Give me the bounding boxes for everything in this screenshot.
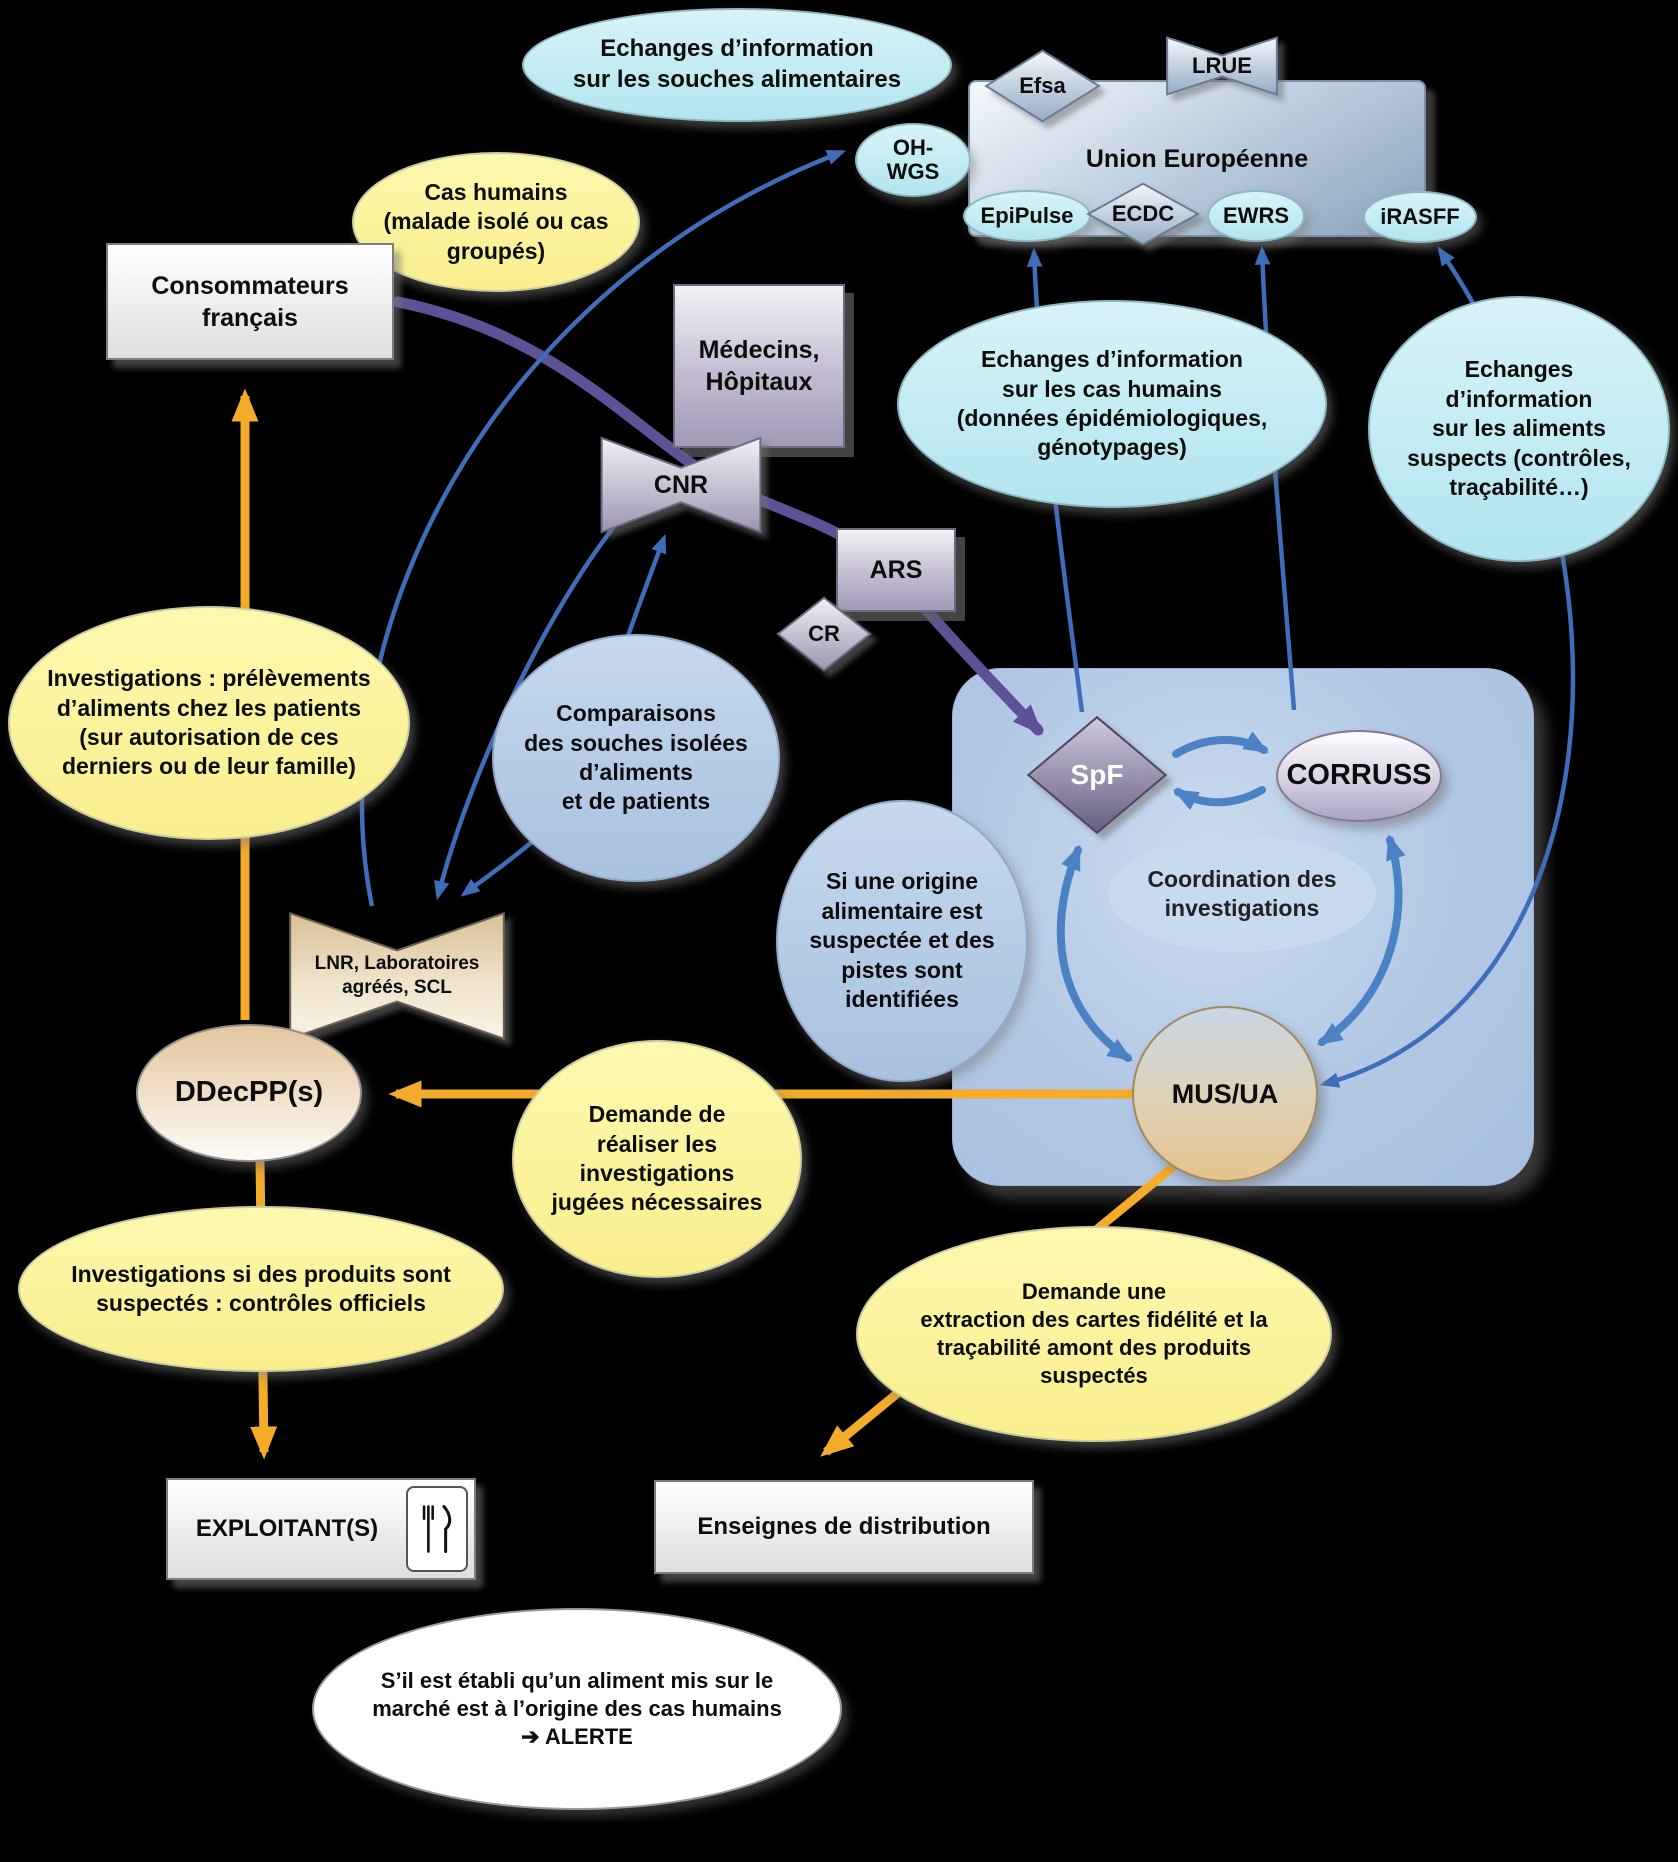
lrue-node: LRUE bbox=[1166, 37, 1278, 95]
ecdc-node: ECDC bbox=[1087, 183, 1199, 245]
cas-humains-label: Cas humains (malade isolé ou cas groupés… bbox=[383, 178, 609, 264]
cycle-spf-musua bbox=[1056, 844, 1133, 1062]
ddecpp-label: DDecPP(s) bbox=[174, 1076, 324, 1109]
efsa-node: Efsa bbox=[985, 50, 1100, 122]
ecdc-label: ECDC bbox=[1111, 200, 1175, 226]
alerte-label: S’il est établi qu’un aliment mis sur le… bbox=[372, 1667, 782, 1750]
info-souches-node: Echanges d’information sur les souches a… bbox=[522, 8, 952, 122]
exploitants-label: EXPLOITANT(S) bbox=[195, 1514, 379, 1542]
investigations-prelevements-node: Investigations : prélèvements d’aliments… bbox=[8, 606, 410, 840]
spf-node: SpF bbox=[1027, 716, 1167, 834]
info-aliments-label: Echanges d’information sur les aliments … bbox=[1407, 356, 1631, 501]
info-aliments-node: Echanges d’information sur les aliments … bbox=[1368, 296, 1670, 562]
medecins-node: Médecins, Hôpitaux bbox=[673, 284, 845, 448]
mus-ua-label: MUS/UA bbox=[1171, 1078, 1279, 1109]
consommateurs-node: Consommateurs français bbox=[106, 243, 394, 360]
oh-wgs-node: OH- WGS bbox=[855, 123, 971, 197]
union-europeenne-label: Union Européenne bbox=[1085, 144, 1309, 173]
demande-extraction-node: Demande une extraction des cartes fidéli… bbox=[856, 1226, 1332, 1442]
efsa-diamond-shape bbox=[985, 50, 1100, 122]
demande-investigations-label: Demande de réaliser les investigations j… bbox=[551, 1101, 763, 1216]
ecdc-diamond-shape bbox=[1087, 183, 1199, 245]
si-origine-node: Si une origine alimentaire est suspectée… bbox=[776, 800, 1028, 1082]
ewrs-label: EWRS bbox=[1223, 202, 1289, 228]
enseignes-label: Enseignes de distribution bbox=[697, 1512, 991, 1540]
demande-investigations-node: Demande de réaliser les investigations j… bbox=[512, 1040, 802, 1278]
info-cas-humains-label: Echanges d’information sur les cas humai… bbox=[956, 346, 1268, 461]
ddecpp-node: DDecPP(s) bbox=[136, 1024, 362, 1162]
cas-humains-node: Cas humains (malade isolé ou cas groupés… bbox=[352, 152, 640, 292]
arrow-comparaisons-to-cnr bbox=[625, 533, 667, 637]
comparaisons-node: Comparaisons des souches isolées d’alime… bbox=[492, 634, 780, 882]
info-souches-label: Echanges d’information sur les souches a… bbox=[572, 35, 902, 93]
irasff-node: iRASFF bbox=[1363, 191, 1477, 243]
exploitants-node: EXPLOITANT(S) bbox=[166, 1478, 476, 1580]
comparaisons-label: Comparaisons des souches isolées d’alime… bbox=[524, 700, 748, 815]
lrue-bowtie-shape bbox=[1166, 37, 1278, 95]
irasff-label: iRASFF bbox=[1380, 203, 1460, 229]
arrow-corruss-to-ewrs bbox=[1254, 245, 1297, 711]
alerte-node: S’il est établi qu’un aliment mis sur le… bbox=[312, 1608, 842, 1810]
oh-wgs-label: OH- WGS bbox=[886, 134, 940, 184]
cycle-corruss-to-spf bbox=[1173, 786, 1266, 811]
epipulse-node: EpiPulse bbox=[963, 190, 1091, 242]
arrow-consommateurs-to-spf bbox=[392, 296, 1044, 736]
cnr-node: CNR bbox=[600, 437, 762, 533]
spf-label: SpF bbox=[1070, 759, 1124, 791]
info-cas-humains-node: Echanges d’information sur les cas humai… bbox=[897, 300, 1327, 508]
fork-knife-icon bbox=[406, 1486, 468, 1572]
coordination-label-node: Coordination des investigations bbox=[1108, 836, 1376, 952]
investigations-produits-label: Investigations si des produits sont susp… bbox=[71, 1260, 451, 1316]
efsa-label: Efsa bbox=[1019, 72, 1066, 98]
enseignes-node: Enseignes de distribution bbox=[654, 1480, 1034, 1574]
lnr-node: LNR, Laboratoires agréés, SCL bbox=[288, 912, 506, 1040]
lnr-label: LNR, Laboratoires agréés, SCL bbox=[314, 952, 480, 998]
si-origine-label: Si une origine alimentaire est suspectée… bbox=[809, 868, 995, 1013]
ewrs-node: EWRS bbox=[1207, 190, 1305, 242]
cr-node: CR bbox=[777, 597, 871, 671]
medecins-label: Médecins, Hôpitaux bbox=[698, 336, 820, 396]
spf-diamond-shape bbox=[1027, 716, 1167, 834]
cr-diamond-shape bbox=[777, 597, 871, 671]
coordination-label: Coordination des investigations bbox=[1147, 865, 1337, 921]
ars-label: ARS bbox=[869, 556, 923, 584]
investigations-produits-node: Investigations si des produits sont susp… bbox=[18, 1206, 504, 1372]
cr-label: CR bbox=[808, 620, 840, 646]
mus-ua-node: MUS/UA bbox=[1132, 1006, 1318, 1182]
corruss-label: CORRUSS bbox=[1286, 759, 1432, 792]
consommateurs-label: Consommateurs français bbox=[151, 271, 349, 332]
demande-extraction-label: Demande une extraction des cartes fidéli… bbox=[920, 1278, 1268, 1389]
investigations-prelevements-label: Investigations : prélèvements d’aliments… bbox=[47, 665, 371, 780]
cnr-label: CNR bbox=[653, 471, 709, 499]
corruss-node: CORRUSS bbox=[1276, 730, 1442, 822]
epipulse-label: EpiPulse bbox=[980, 202, 1074, 228]
cycle-spf-to-corruss bbox=[1172, 731, 1269, 758]
cycle-musua-corruss bbox=[1317, 834, 1406, 1046]
cnr-bowtie-shape bbox=[600, 437, 762, 533]
lrue-label: LRUE bbox=[1192, 52, 1252, 78]
ars-node: ARS bbox=[836, 528, 956, 612]
